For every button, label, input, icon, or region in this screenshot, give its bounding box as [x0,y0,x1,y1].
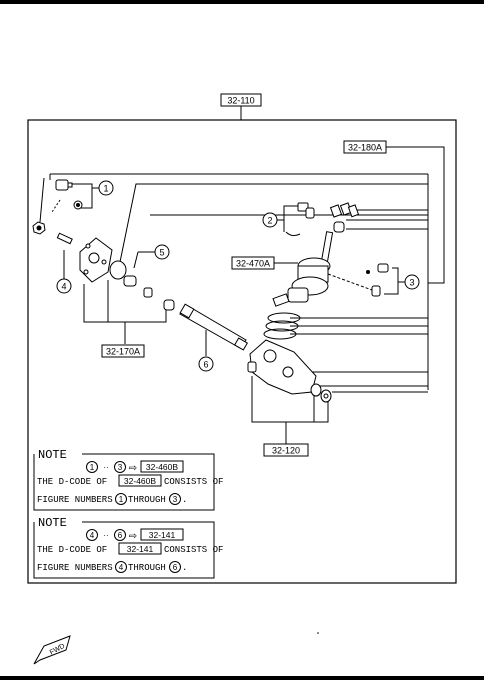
top-rule [0,0,484,4]
ref-label-32-170a-text: 32-170A [106,347,140,357]
note-2-title: NOTE [38,516,67,530]
note-1-line2-to: 3 [173,495,178,504]
bracket-32-170a [83,284,167,323]
note-1-title: NOTE [38,448,67,462]
note-box-1: NOTE 1 ·· 3 ⇨ 32-460B THE D-CODE OF 32-4… [33,448,223,511]
note-2-arrow: ⇨ [129,531,137,542]
note-1-line1-prefix: THE D-CODE OF [37,477,107,487]
diagram-frame [27,119,457,584]
callout-2[interactable]: 2 [262,212,278,228]
callout-5[interactable]: 5 [154,244,170,260]
note-1-line2-end: . [182,495,187,505]
callout-6[interactable]: 6 [198,356,214,372]
gear-housing-part [247,339,317,395]
bolt-part [55,179,83,210]
cover-plate-part [79,237,113,283]
note-2-line2-prefix: FIGURE NUMBERS [37,563,113,573]
bottom-rule [0,676,484,680]
ref-label-32-170a[interactable]: 32-170A [101,344,145,358]
note-1-line1-code: 32-460B [124,476,156,486]
callout-4[interactable]: 4 [56,278,72,294]
note-2-range-sep: ·· [103,531,108,540]
callout-1[interactable]: 1 [98,180,114,196]
note-1-arrow: ⇨ [129,463,137,474]
housing-seal-part [310,383,332,403]
note-2-line2-from: 4 [119,563,124,572]
callout-2-text: 2 [267,216,272,226]
o-ring-cover [109,260,127,280]
note-1-range-start: 1 [90,463,95,472]
fitting-part [366,263,389,297]
leader-lines [50,173,429,393]
callout-6-text: 6 [203,360,208,370]
note-2-line2-end: . [182,563,187,573]
note-2-line2-to: 6 [173,563,178,572]
fwd-arrow-icon: FWD [33,635,71,665]
callout-3-bracket [384,267,399,295]
note-box-2: NOTE 4 ·· 6 ⇨ 32-141 THE D-CODE OF 32-14… [33,516,223,579]
note-2-line1-prefix: THE D-CODE OF [37,545,107,555]
valve-dash-leader [327,273,373,291]
note-1-range-sep: ·· [103,463,108,472]
callout-4-text: 4 [61,282,66,292]
o-rings-part [263,312,301,340]
callout-3-text: 3 [409,278,414,288]
valve-assembly-part [272,231,334,307]
stud-bolt-part [56,232,73,245]
note-2-line1-suffix: CONSISTS OF [164,545,223,555]
note-1-line2-mid: THROUGH [128,495,166,505]
note-1-range-end: 3 [118,463,123,472]
callout-1-bracket [68,183,93,209]
ref-label-32-470a-text: 32-470A [236,259,270,269]
nut-part [32,221,46,235]
clamp-part [285,202,315,237]
callout-1-text: 1 [103,184,108,194]
callout-3[interactable]: 3 [404,274,420,290]
note-2-range-end: 6 [118,531,123,540]
ref-label-32-110[interactable]: 32-110 [220,93,262,107]
leader-32-180a [386,146,445,284]
callout-5-text: 5 [159,248,164,258]
seal-washers-part [329,202,360,233]
note-1-line1-suffix: CONSISTS OF [164,477,223,487]
ref-label-32-180a-text: 32-180A [348,143,382,153]
ref-label-32-470a[interactable]: 32-470A [231,256,275,270]
callout-2-bracket [277,205,298,221]
bracket-32-120 [251,376,329,423]
note-2-code: 32-141 [149,530,176,540]
note-2-range-start: 4 [90,531,95,540]
note-2-line2-mid: THROUGH [128,563,166,573]
ref-label-32-110-text: 32-110 [227,96,254,106]
note-2-line1-code: 32-141 [127,544,154,554]
ref-label-32-120-text: 32-120 [272,446,300,456]
sector-shaft-part [179,303,249,351]
ref-label-32-120[interactable]: 32-120 [263,443,309,457]
ref-label-32-180a[interactable]: 32-180A [343,140,387,154]
note-1-line2-prefix: FIGURE NUMBERS [37,495,113,505]
adjust-screw-part [123,275,175,311]
note-1-line2-from: 1 [119,495,124,504]
note-1-code: 32-460B [146,462,178,472]
